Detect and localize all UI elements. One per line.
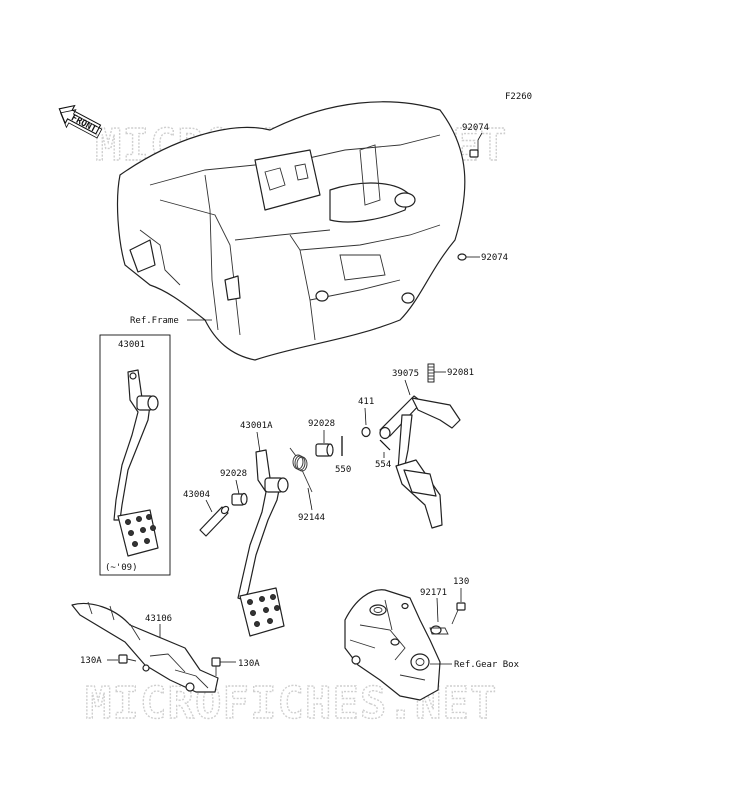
frame bbox=[116, 101, 466, 361]
part-130A-right bbox=[211, 657, 221, 676]
part-554 bbox=[379, 439, 391, 451]
part-92028-left bbox=[231, 492, 248, 506]
callout-43001: 43001 bbox=[118, 340, 145, 350]
ref-gear-box-label: Ref.Gear Box bbox=[454, 660, 520, 670]
callout-43004: 43004 bbox=[183, 490, 210, 500]
part-92144 bbox=[289, 447, 313, 493]
callout-43001A: 43001A bbox=[240, 421, 273, 431]
part-43004 bbox=[199, 505, 230, 537]
callout-130A-left: 130A bbox=[80, 656, 102, 666]
part-39075 bbox=[379, 395, 461, 529]
part-92074-mid bbox=[457, 253, 467, 261]
part-130 bbox=[451, 602, 466, 625]
part-43001 bbox=[113, 369, 159, 557]
callout-43001-note: (~'09) bbox=[105, 563, 138, 573]
part-92028-right bbox=[315, 443, 334, 457]
ref-frame-label: Ref.Frame bbox=[130, 316, 179, 326]
gear-box bbox=[344, 589, 441, 701]
callout-39075: 39075 bbox=[392, 369, 419, 379]
pedal-43001-box bbox=[99, 334, 171, 576]
callout-92144: 92144 bbox=[298, 513, 325, 523]
callout-411: 411 bbox=[358, 397, 374, 407]
callout-130: 130 bbox=[453, 577, 469, 587]
callout-554: 554 bbox=[375, 460, 391, 470]
callout-92028-b: 92028 bbox=[220, 469, 247, 479]
callout-92074-top: 92074 bbox=[462, 123, 489, 133]
callout-92171: 92171 bbox=[420, 588, 447, 598]
callout-550: 550 bbox=[335, 465, 351, 475]
part-43001A bbox=[237, 449, 289, 637]
part-43106 bbox=[71, 601, 219, 693]
part-92074-top bbox=[469, 149, 479, 158]
callout-43106: 43106 bbox=[145, 614, 172, 624]
callout-130A-right: 130A bbox=[238, 659, 260, 669]
part-411 bbox=[361, 426, 371, 438]
callout-92081: 92081 bbox=[447, 368, 474, 378]
callout-92074-mid: 92074 bbox=[481, 253, 508, 263]
part-92081 bbox=[427, 363, 435, 383]
part-92171 bbox=[429, 625, 449, 635]
part-130A-left bbox=[118, 654, 137, 664]
diagram-code: F2260 bbox=[505, 92, 532, 102]
callout-92028-a: 92028 bbox=[308, 419, 335, 429]
